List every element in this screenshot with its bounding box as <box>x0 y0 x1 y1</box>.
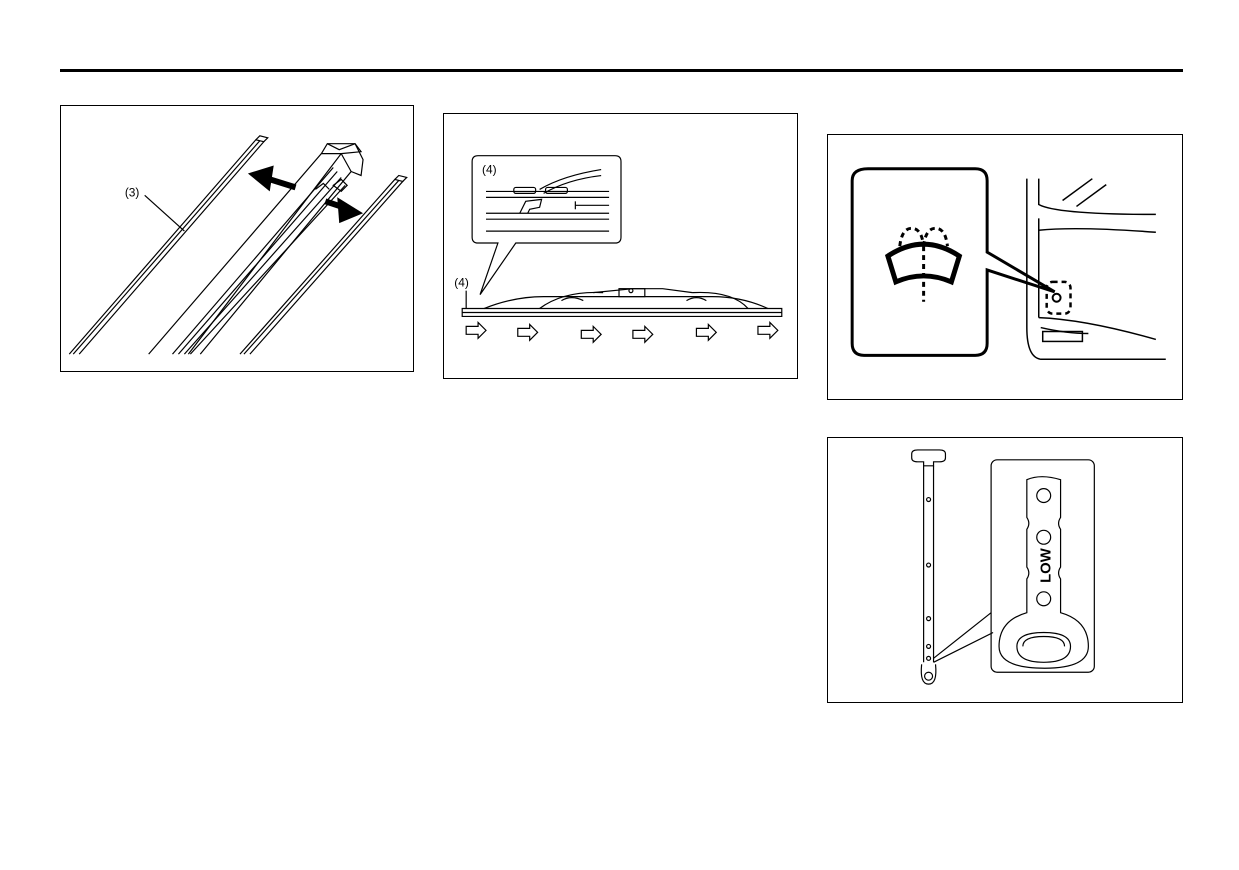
figure-wiper-rubber-strip: (3) <box>60 105 414 372</box>
wiper-blade-assembly-illustration: (4) (4) <box>454 155 783 344</box>
figure-washer-fluid-level-gauge: LOW <box>827 437 1183 703</box>
blade-callout: (4) <box>454 276 469 290</box>
header-rule <box>60 69 1183 72</box>
wiper-rubber-strip-illustration: (3) <box>68 135 408 355</box>
washer-fluid-gauge-illustration: LOW <box>911 449 1095 685</box>
rubber-strip-callout: (3) <box>125 185 140 199</box>
inset-callout: (4) <box>482 163 497 177</box>
washer-switch-location-illustration <box>850 167 1166 361</box>
figure-wiper-blade-assembly: (4) (4) <box>443 113 798 379</box>
low-level-mark: LOW <box>1039 547 1055 583</box>
figure-washer-switch-location <box>827 134 1183 400</box>
